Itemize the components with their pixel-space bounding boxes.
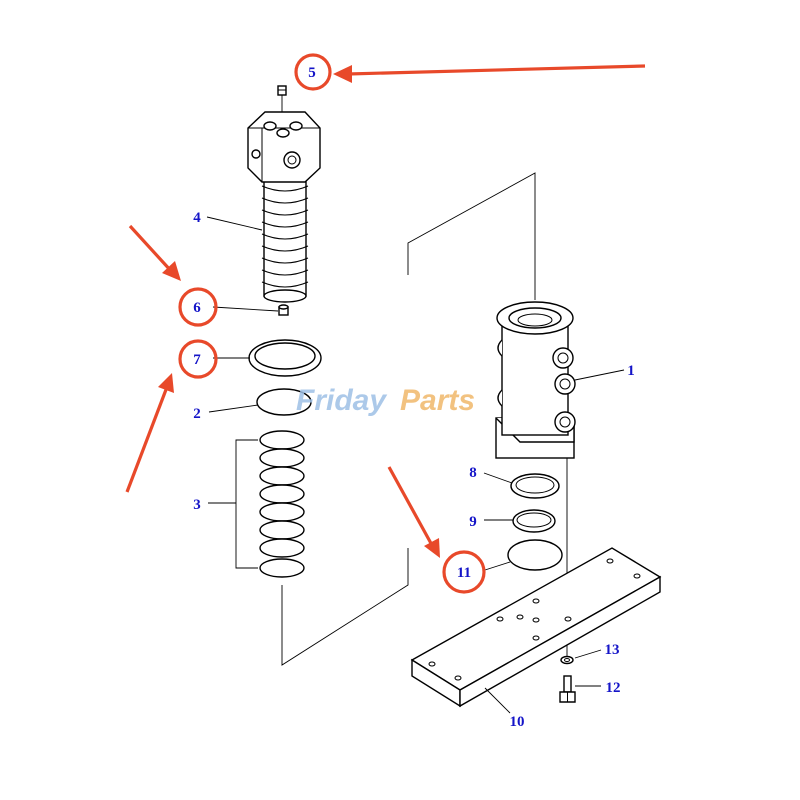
callout-9: 9 — [469, 514, 477, 530]
arrow-to-6 — [128, 224, 181, 281]
valve-spool-part-4 — [247, 111, 321, 303]
callout-13: 13 — [605, 642, 620, 658]
callout-10: 10 — [510, 714, 525, 730]
ring-part-8 — [510, 473, 560, 499]
callout-1: 1 — [627, 363, 635, 379]
washer-part-13 — [560, 655, 574, 665]
callout-7: 7 — [193, 352, 201, 368]
callout-3: 3 — [193, 497, 201, 513]
ring-part-7 — [248, 339, 322, 377]
callout-8: 8 — [469, 465, 477, 481]
plug-part-6 — [278, 304, 289, 316]
disc-part-11 — [507, 539, 563, 571]
callout-11: 11 — [457, 565, 471, 581]
mounting-plate-part-10 — [410, 547, 662, 708]
callout-leaders — [206, 216, 625, 714]
disc-part-2 — [256, 388, 312, 416]
watermark-text-part2: Parts — [400, 384, 475, 417]
highlight-circles — [178, 53, 486, 594]
arrow-to-5 — [333, 64, 646, 83]
valve-housing-part-1 — [495, 301, 576, 459]
watermark: Friday Parts — [296, 384, 475, 417]
bolt-part-12 — [559, 675, 576, 703]
callout-5: 5 — [308, 65, 316, 81]
spring-part-3 — [259, 430, 305, 578]
watermark-text-part1: Friday — [296, 384, 387, 417]
arrow-to-11 — [387, 466, 440, 558]
callout-4: 4 — [193, 210, 201, 226]
highlight-arrows — [125, 64, 646, 558]
callout-labels: 1 2 3 4 5 6 7 8 9 10 11 12 13 — [193, 65, 635, 730]
highlight-circle-6 — [178, 287, 218, 327]
highlight-circle-7 — [178, 339, 218, 379]
callout-12: 12 — [606, 680, 621, 696]
callout-6: 6 — [193, 300, 201, 316]
arrow-to-7 — [125, 373, 174, 493]
o-ring-part-9 — [512, 509, 556, 533]
highlight-circle-5 — [294, 53, 332, 91]
callout-2: 2 — [193, 406, 201, 422]
highlight-circle-11 — [442, 550, 486, 594]
